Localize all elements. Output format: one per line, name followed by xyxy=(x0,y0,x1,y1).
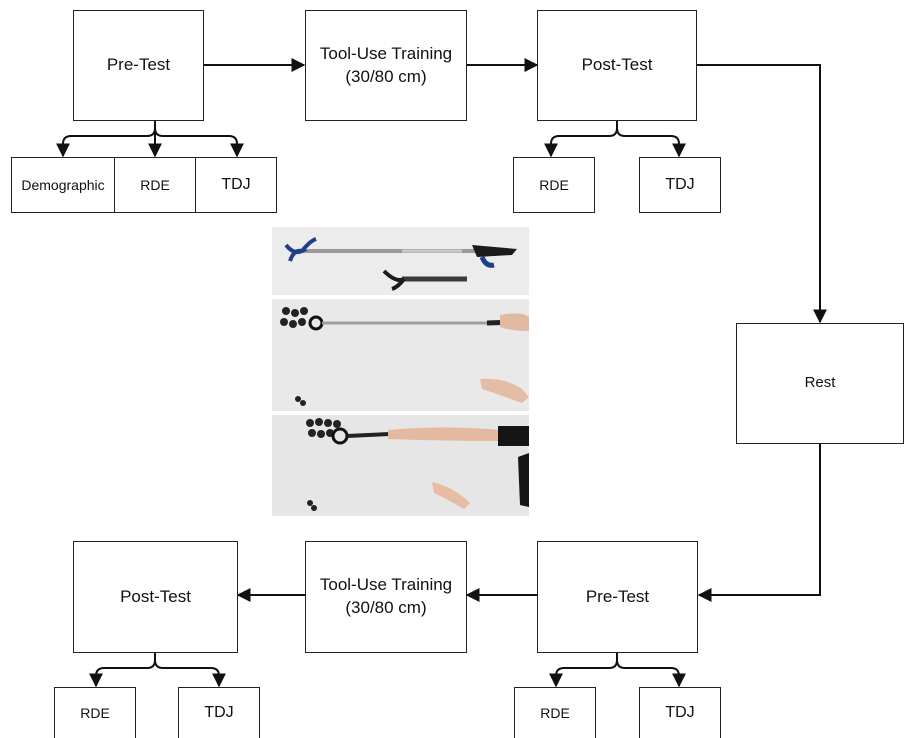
fork-top-post xyxy=(544,121,686,158)
tdj-box: TDJ xyxy=(639,687,721,738)
tdj-box: TDJ xyxy=(195,157,277,213)
tools-photo xyxy=(272,227,529,295)
fork-bottom-pre xyxy=(549,653,686,688)
rde-box: RDE xyxy=(54,687,136,738)
rde-box: RDE xyxy=(514,687,596,738)
rest-box: Rest xyxy=(736,323,904,444)
post-test-box: Post-Test xyxy=(73,541,238,653)
arrow-rest-to-pre xyxy=(697,444,821,602)
fork-top-pre xyxy=(56,121,244,158)
pre-test-box: Pre-Test xyxy=(73,10,204,121)
far-reach-photo xyxy=(272,415,529,516)
tdj-box: TDJ xyxy=(639,157,721,213)
arrow-post-to-rest xyxy=(697,64,827,324)
tool-use-training-box: Tool-Use Training (30/80 cm) xyxy=(305,10,467,121)
post-test-box: Post-Test xyxy=(537,10,697,121)
pre-test-box: Pre-Test xyxy=(537,541,698,653)
tdj-box: TDJ xyxy=(178,687,260,738)
rde-box: RDE xyxy=(513,157,595,213)
demographic-box: Demographic xyxy=(11,157,115,213)
tool-use-training-box: Tool-Use Training (30/80 cm) xyxy=(305,541,467,653)
tool-use-photos xyxy=(272,227,529,516)
fork-bottom-post xyxy=(89,653,226,688)
near-reach-photo xyxy=(272,299,529,411)
rde-box: RDE xyxy=(114,157,196,213)
